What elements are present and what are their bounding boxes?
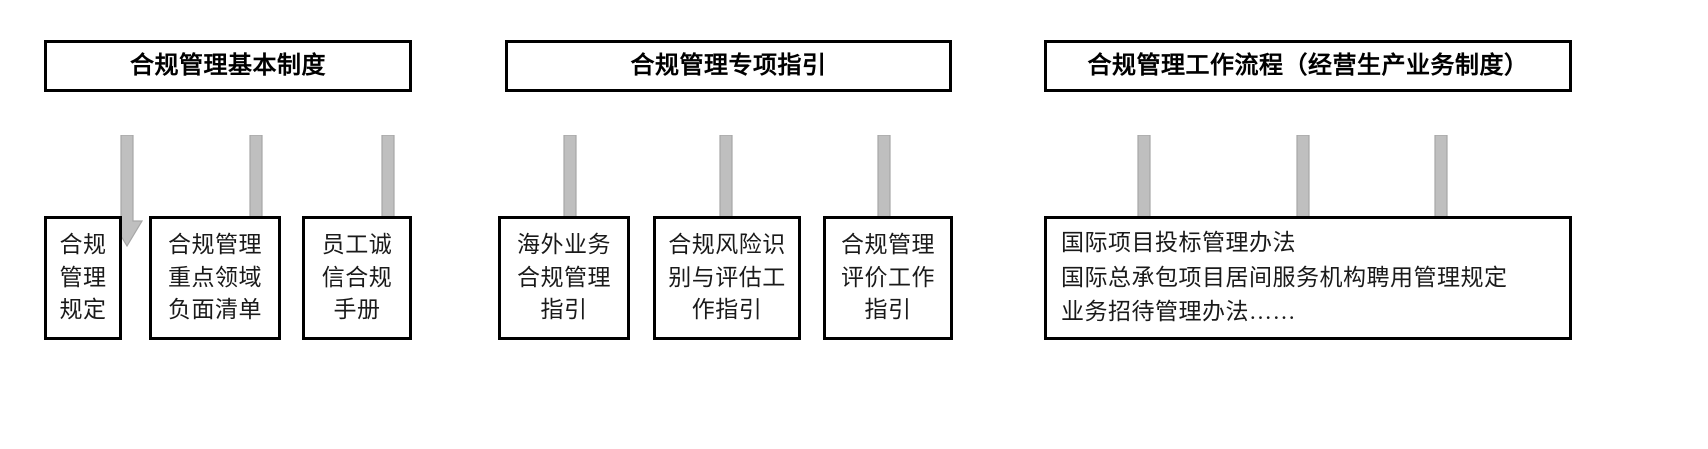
- child-box[interactable]: 员工诚 信合规 手册: [302, 216, 412, 340]
- group-header-box-special-guideline[interactable]: 合规管理专项指引: [505, 40, 952, 92]
- group-special-guideline: 合规管理专项指引 海外业务 合规管理 指引 合规风险识 别与评估工 作指引 合规…: [498, 40, 953, 340]
- child-box-label: 合规管理 重点领域 负面清单: [168, 232, 262, 323]
- group-header-box-work-process[interactable]: 合规管理工作流程（经营生产业务制度）: [1044, 40, 1572, 92]
- child-box-label: 合规 管理 规定: [59, 232, 107, 323]
- child-box-label: 合规管理 评价工作 指引: [841, 232, 935, 323]
- child-box-label: 国际项目投标管理办法 国际总承包项目居间服务机构聘用管理规定 业务招待管理办法……: [1061, 230, 1508, 325]
- group-basic-system: 合规管理基本制度 合规 管理 规定 合规管理 重点领域 负面清单 员工诚 信合规: [44, 40, 412, 340]
- child-box-label: 员工诚 信合规 手册: [321, 232, 393, 323]
- child-box[interactable]: 合规管理 重点领域 负面清单: [149, 216, 281, 340]
- child-box[interactable]: 合规 管理 规定: [44, 216, 122, 340]
- child-box[interactable]: 合规风险识 别与评估工 作指引: [653, 216, 801, 340]
- child-box-label: 海外业务 合规管理 指引: [517, 232, 611, 323]
- group-work-process: 合规管理工作流程（经营生产业务制度） 国际项目投标管理办法 国际总承包项目居间服…: [1044, 40, 1572, 340]
- child-box-label: 合规风险识 别与评估工 作指引: [668, 232, 786, 323]
- group-header-box-basic-system[interactable]: 合规管理基本制度: [44, 40, 412, 92]
- group-header-label: 合规管理专项指引: [630, 52, 827, 79]
- group-header-label: 合规管理基本制度: [130, 52, 326, 79]
- group-header-label: 合规管理工作流程（经营生产业务制度）: [1087, 52, 1529, 79]
- child-box[interactable]: 合规管理 评价工作 指引: [823, 216, 953, 340]
- child-box[interactable]: 国际项目投标管理办法 国际总承包项目居间服务机构聘用管理规定 业务招待管理办法……: [1044, 216, 1572, 340]
- child-box[interactable]: 海外业务 合规管理 指引: [498, 216, 630, 340]
